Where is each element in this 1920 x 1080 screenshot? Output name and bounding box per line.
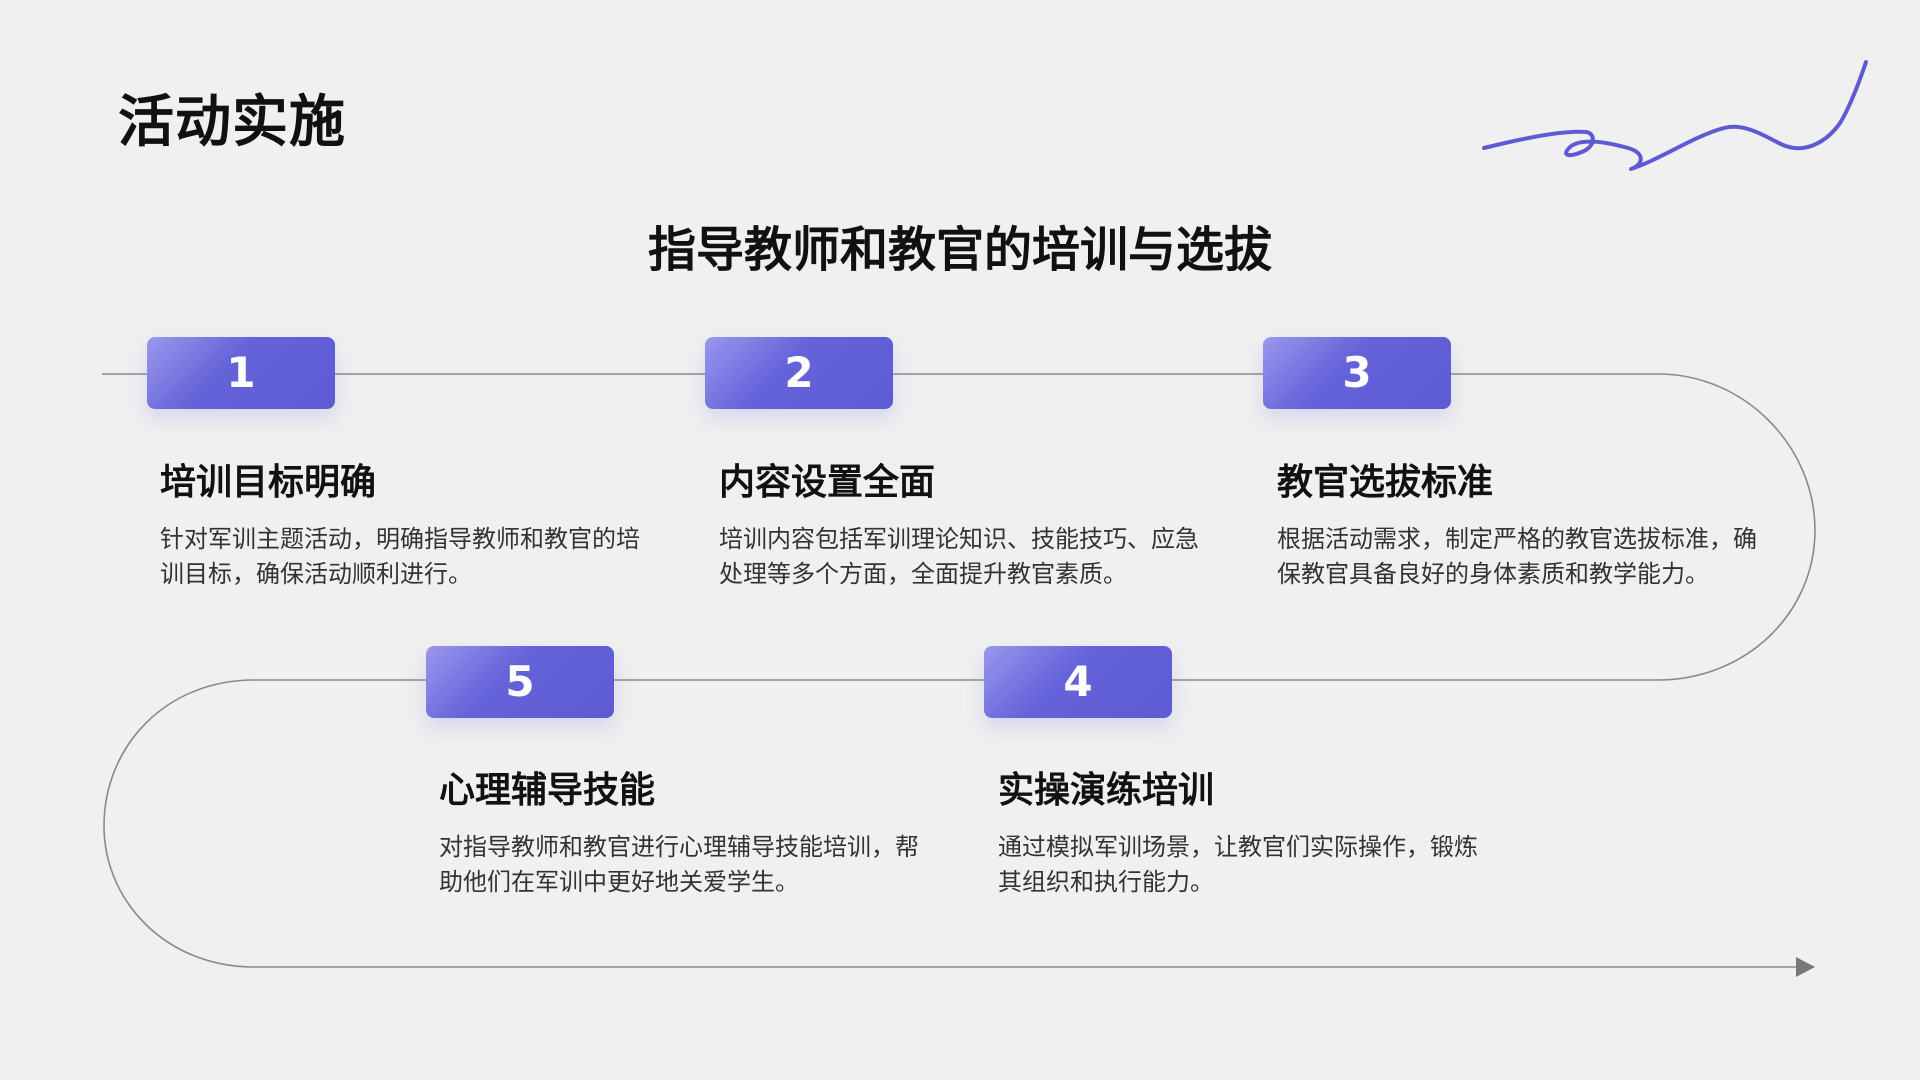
step-title-3: 教官选拔标准 bbox=[1277, 462, 1494, 503]
step-description-1: 针对军训主题活动，明确指导教师和教官的培训目标，确保活动顺利进行。 bbox=[160, 525, 640, 588]
step-number-badge-5: 5 bbox=[426, 646, 614, 718]
step-description-5: 对指导教师和教官进行心理辅导技能培训，帮助他们在军训中更好地关爱学生。 bbox=[439, 833, 919, 896]
scribble-decoration-icon bbox=[1482, 60, 1868, 171]
section-title: 指导教师和教官的培训与选拔 bbox=[647, 222, 1272, 278]
step-number-badge-3: 3 bbox=[1263, 337, 1451, 409]
step-title-2: 内容设置全面 bbox=[719, 462, 936, 503]
step-description-2: 培训内容包括军训理论知识、技能技巧、应急处理等多个方面，全面提升教官素质。 bbox=[719, 525, 1199, 588]
step-title-5: 心理辅导技能 bbox=[439, 770, 656, 811]
step-title-1: 培训目标明确 bbox=[160, 462, 377, 503]
step-description-3: 根据活动需求，制定严格的教官选拔标准，确保教官具备良好的身体素质和教学能力。 bbox=[1277, 525, 1757, 588]
timeline-arrowhead-icon bbox=[1796, 957, 1815, 977]
step-number-badge-4: 4 bbox=[984, 646, 1172, 718]
step-title-4: 实操演练培训 bbox=[998, 770, 1215, 811]
step-number-badge-2: 2 bbox=[705, 337, 893, 409]
step-number-badge-1: 1 bbox=[147, 337, 335, 409]
page-title: 活动实施 bbox=[118, 90, 346, 155]
step-description-4: 通过模拟军训场景，让教官们实际操作，锻炼其组织和执行能力。 bbox=[998, 833, 1478, 896]
